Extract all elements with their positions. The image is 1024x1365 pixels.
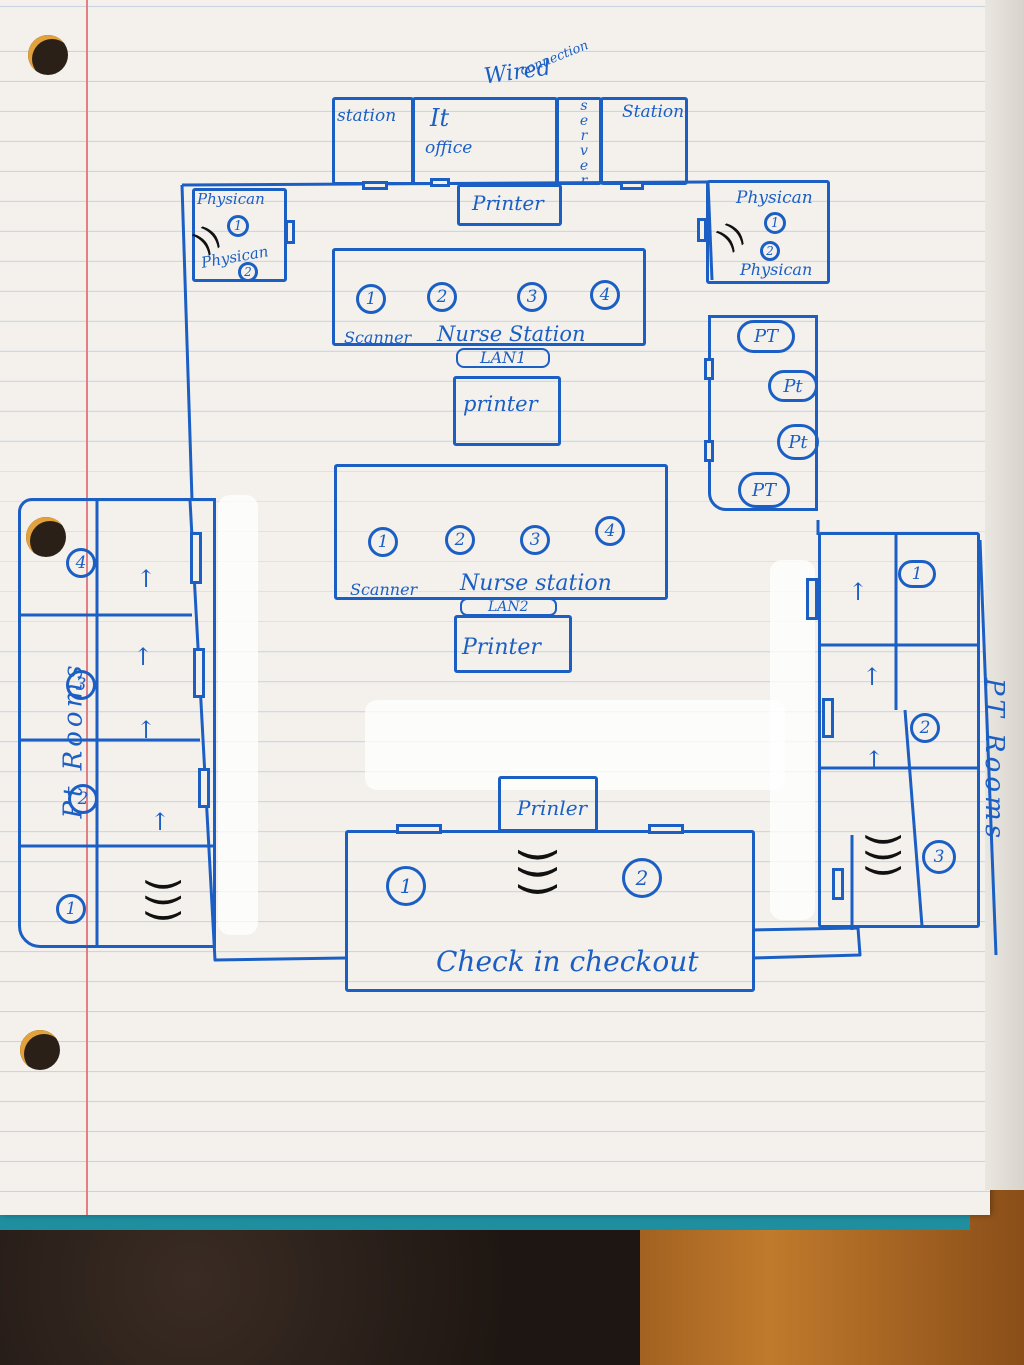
station1-computer-4: 4 [590, 280, 620, 310]
printer-top-label: Printer [472, 191, 544, 215]
pt-cubicle-1: PT [737, 320, 795, 353]
station1-scanner-label: Scanner [344, 328, 412, 347]
station2-computer-3: 3 [520, 525, 550, 555]
door-icon [704, 358, 714, 380]
printer-station2-label: Printer [462, 635, 541, 660]
checkin-checkout-desk [345, 830, 755, 992]
dark-fabric [0, 1225, 640, 1365]
arrow-up-icon: ↑ [864, 746, 885, 774]
station-room-right [600, 97, 688, 185]
door-icon [697, 218, 707, 242]
nurse-station-1 [332, 248, 646, 346]
station-right-label: Station [622, 102, 685, 122]
paper-stack-edge [985, 0, 1024, 1190]
pt-cubicle-3: Pt [777, 424, 819, 460]
door-icon [704, 440, 714, 462]
right-room-2: 2 [910, 713, 940, 743]
station1-label: Nurse Station [437, 322, 586, 346]
station1-computer-2: 2 [427, 282, 457, 312]
pt-cubicle-2: Pt [768, 370, 818, 402]
door-icon [430, 178, 450, 187]
binder-hole [28, 35, 68, 75]
station1-computer-1: 1 [356, 284, 386, 314]
whiteout-mark [770, 560, 815, 920]
left-room-4: 4 [66, 548, 96, 578]
left-room-2: 2 [68, 784, 98, 814]
pt-rooms-right [818, 532, 980, 928]
door-icon [648, 824, 684, 834]
pt-cubicle-block [708, 315, 818, 511]
pt-rooms-left [18, 498, 216, 948]
station2-scanner-label: Scanner [350, 580, 418, 599]
station1-computer-3: 3 [517, 282, 547, 312]
physician-left-number2: 2 [238, 262, 258, 282]
server-room-label: server [576, 98, 592, 188]
printer-top [457, 184, 562, 226]
door-icon [806, 578, 818, 620]
physician-right-label2: Physican [740, 260, 813, 279]
it-office-label-line1: It [430, 104, 450, 132]
arrow-up-icon: ↑ [862, 663, 883, 691]
physician-office-right [706, 180, 830, 284]
door-icon [285, 220, 295, 244]
printer-station2 [454, 615, 572, 673]
arrow-up-icon: ↑ [848, 578, 869, 606]
pt-cubicle-4: PT [738, 472, 790, 508]
station-left-label: station [337, 106, 397, 126]
right-room-1: 1 [898, 560, 936, 588]
printer-checkin-label: Prinler [517, 796, 588, 820]
door-icon [198, 768, 210, 808]
physician-right-number1: 1 [764, 212, 786, 234]
right-room-3: 3 [922, 840, 956, 874]
right-rooms-label: PT Rooms [978, 678, 1009, 842]
left-room-3: 3 [66, 670, 96, 700]
door-icon [620, 181, 644, 190]
arrow-up-icon: ↑ [136, 565, 157, 593]
it-office-label-line2: office [425, 138, 473, 158]
station1-lan-label: LAN1 [456, 348, 551, 368]
arrow-up-icon: ↑ [133, 643, 154, 671]
door-icon [822, 698, 834, 738]
physician-right-label1: Physican [736, 188, 813, 208]
door-icon [193, 648, 205, 698]
door-icon [396, 824, 442, 834]
physician-right-number2: 2 [760, 241, 780, 261]
arrow-up-icon: ↑ [136, 716, 157, 744]
station2-computer-1: 1 [368, 527, 398, 557]
whiteout-mark [365, 700, 785, 790]
binder-hole [26, 517, 66, 557]
station2-computer-4: 4 [595, 516, 625, 546]
printer-station1-label: printer [463, 392, 538, 416]
checkin-computer-1: 1 [386, 866, 426, 906]
physician-left-number1: 1 [227, 215, 249, 237]
wifi-icon: ))) [512, 846, 564, 898]
wifi-icon: ))) [860, 831, 907, 879]
notebook-paper [0, 0, 990, 1215]
physician-left-label1: Physican [197, 190, 265, 208]
binder-hole [20, 1030, 60, 1070]
margin-line [86, 0, 88, 1215]
station2-label: Nurse station [460, 571, 612, 596]
door-icon [362, 181, 388, 190]
left-room-1: 1 [56, 894, 86, 924]
door-icon [190, 532, 202, 584]
whiteout-mark [218, 495, 258, 935]
printer-station1 [453, 376, 561, 446]
arrow-up-icon: ↑ [150, 808, 171, 836]
checkin-computer-2: 2 [622, 858, 662, 898]
checkin-checkout-label: Check in checkout [436, 945, 699, 978]
station2-computer-2: 2 [445, 525, 475, 555]
door-icon [832, 868, 844, 900]
